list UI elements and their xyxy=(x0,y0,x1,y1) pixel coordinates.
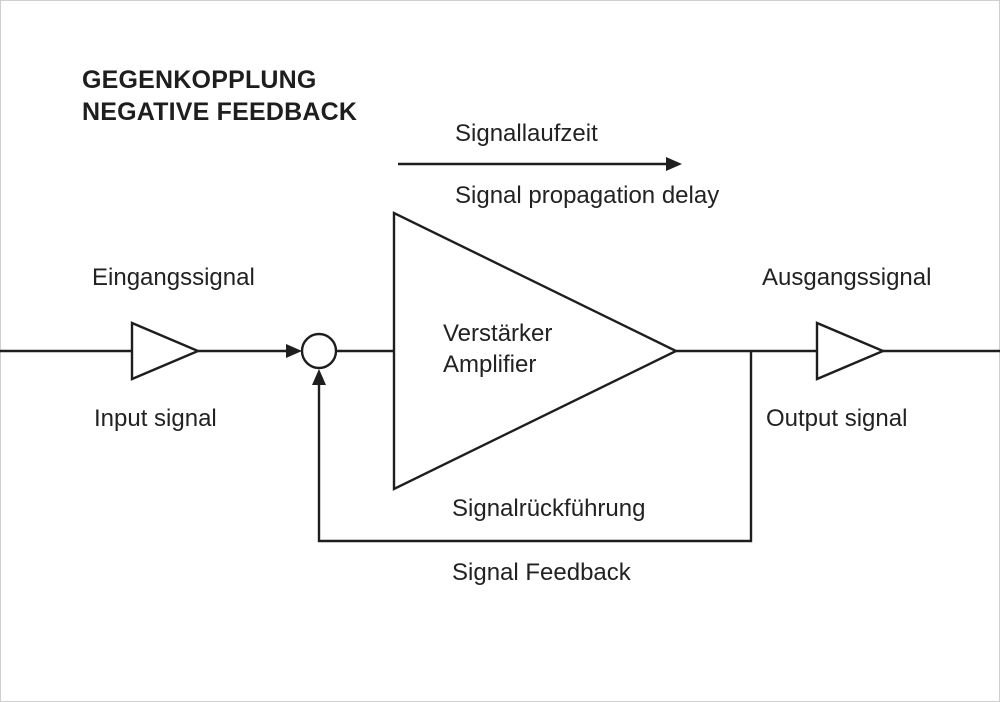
input-label-en: Input signal xyxy=(94,405,217,432)
feedback-label-en: Signal Feedback xyxy=(452,559,631,586)
diagram-title-en: NEGATIVE FEEDBACK xyxy=(82,98,358,126)
propagation-label-de: Signallaufzeit xyxy=(455,120,598,147)
feedback-loop-wire xyxy=(317,351,753,543)
output-buffer-triangle xyxy=(815,321,887,381)
feedback-arrowhead xyxy=(312,369,326,385)
amplifier-label-de: Verstärker xyxy=(443,320,553,347)
diagram-title-de: GEGENKOPPLUNG xyxy=(82,66,317,94)
summing-junction xyxy=(300,332,338,370)
output-label-de: Ausgangssignal xyxy=(762,264,932,291)
input-label-de: Eingangssignal xyxy=(92,264,255,291)
feedback-label-de: Signalrückführung xyxy=(452,495,646,522)
output-label-en: Output signal xyxy=(766,405,908,432)
propagation-label-en: Signal propagation delay xyxy=(455,182,720,209)
input-buffer-triangle xyxy=(130,321,202,381)
propagation-arrowhead xyxy=(666,157,682,171)
amplifier-triangle xyxy=(392,211,679,491)
input-arrowhead xyxy=(286,344,302,358)
amplifier-label-en: Amplifier xyxy=(443,351,537,378)
